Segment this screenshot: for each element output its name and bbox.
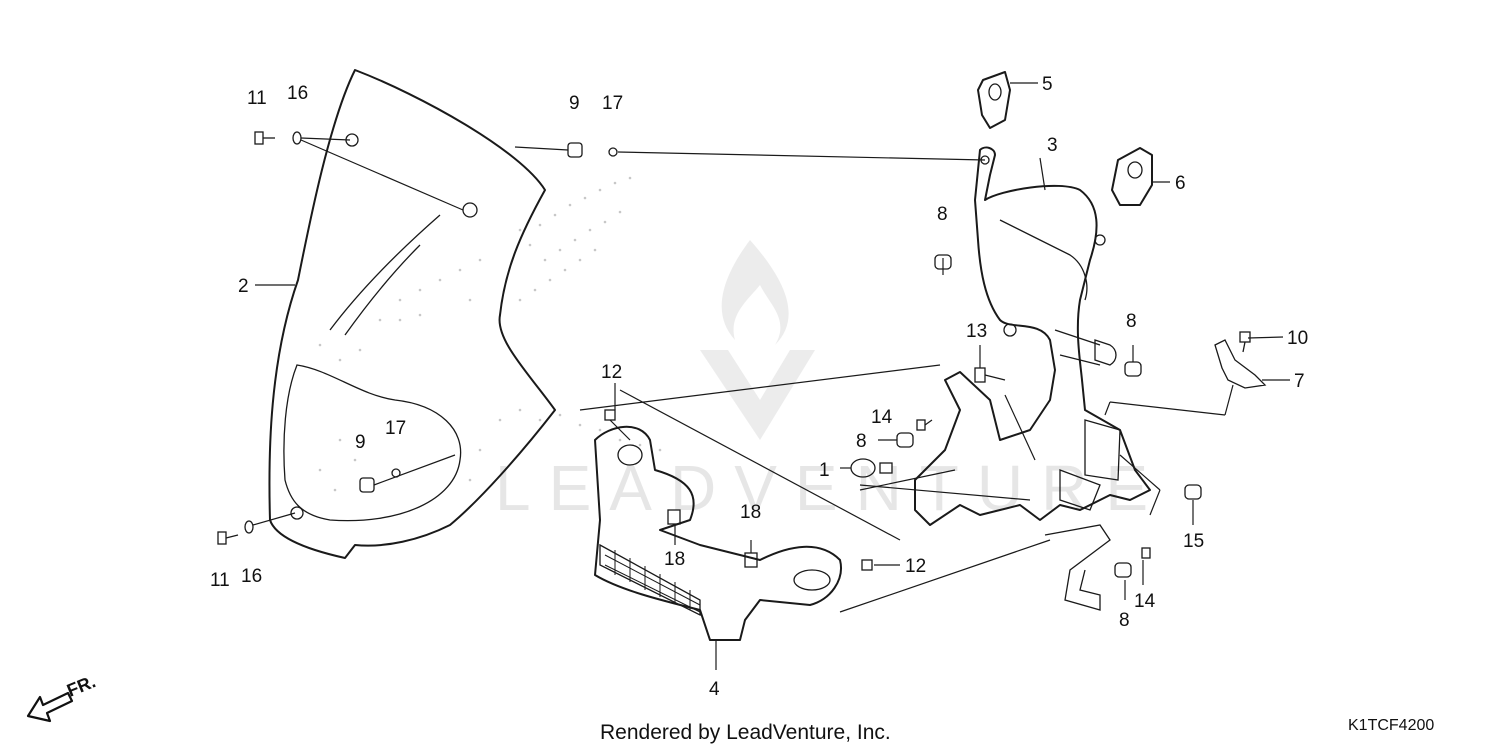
watermark-text: LEADVENTURE <box>495 452 1166 524</box>
front-arrow-icon <box>26 691 74 723</box>
callout-11-a: 11 <box>247 88 267 109</box>
render-credit: Rendered by LeadVenture, Inc. <box>600 721 891 744</box>
callout-17-a: 17 <box>602 93 623 114</box>
callout-14-a: 14 <box>871 407 893 428</box>
callout-1: 1 <box>819 460 830 481</box>
callout-labels: 1 2 3 4 5 6 7 8 8 8 8 9 9 10 11 11 12 12… <box>210 74 1308 700</box>
front-direction-indicator: FR. <box>26 671 98 723</box>
windscreen-part <box>268 69 662 559</box>
front-direction-label: FR. <box>64 671 98 700</box>
windscreen-hardware <box>217 131 986 545</box>
callout-18-a: 18 <box>664 549 685 570</box>
callout-4: 4 <box>709 679 720 700</box>
diagram-code: K1TCF4200 <box>1348 717 1434 734</box>
callout-12-b: 12 <box>905 556 926 577</box>
callout-15: 15 <box>1183 531 1204 552</box>
callout-10: 10 <box>1287 328 1308 349</box>
callout-8-d: 8 <box>1119 610 1130 631</box>
callout-7: 7 <box>1294 371 1305 392</box>
callout-13: 13 <box>966 321 987 342</box>
callout-14-b: 14 <box>1134 591 1156 612</box>
mounting-stay-part <box>850 71 1267 611</box>
inner-cover-part <box>594 409 842 641</box>
callout-2: 2 <box>238 276 249 297</box>
callout-5: 5 <box>1042 74 1053 95</box>
callout-9-b: 9 <box>355 432 366 453</box>
callout-12-a: 12 <box>601 362 622 383</box>
callout-8-c: 8 <box>856 431 867 452</box>
watermark-logo: LEADVENTURE <box>495 240 1166 524</box>
callout-3: 3 <box>1047 135 1058 156</box>
callout-16-b: 16 <box>241 566 262 587</box>
callout-8-b: 8 <box>1126 311 1137 332</box>
callout-8-a: 8 <box>937 204 948 225</box>
callout-6: 6 <box>1175 173 1186 194</box>
callout-9-a: 9 <box>569 93 580 114</box>
callout-11-b: 11 <box>210 570 230 591</box>
callout-17-b: 17 <box>385 418 406 439</box>
leader-lines <box>255 82 1290 670</box>
callout-16-a: 16 <box>287 83 308 104</box>
callout-18-b: 18 <box>740 502 761 523</box>
